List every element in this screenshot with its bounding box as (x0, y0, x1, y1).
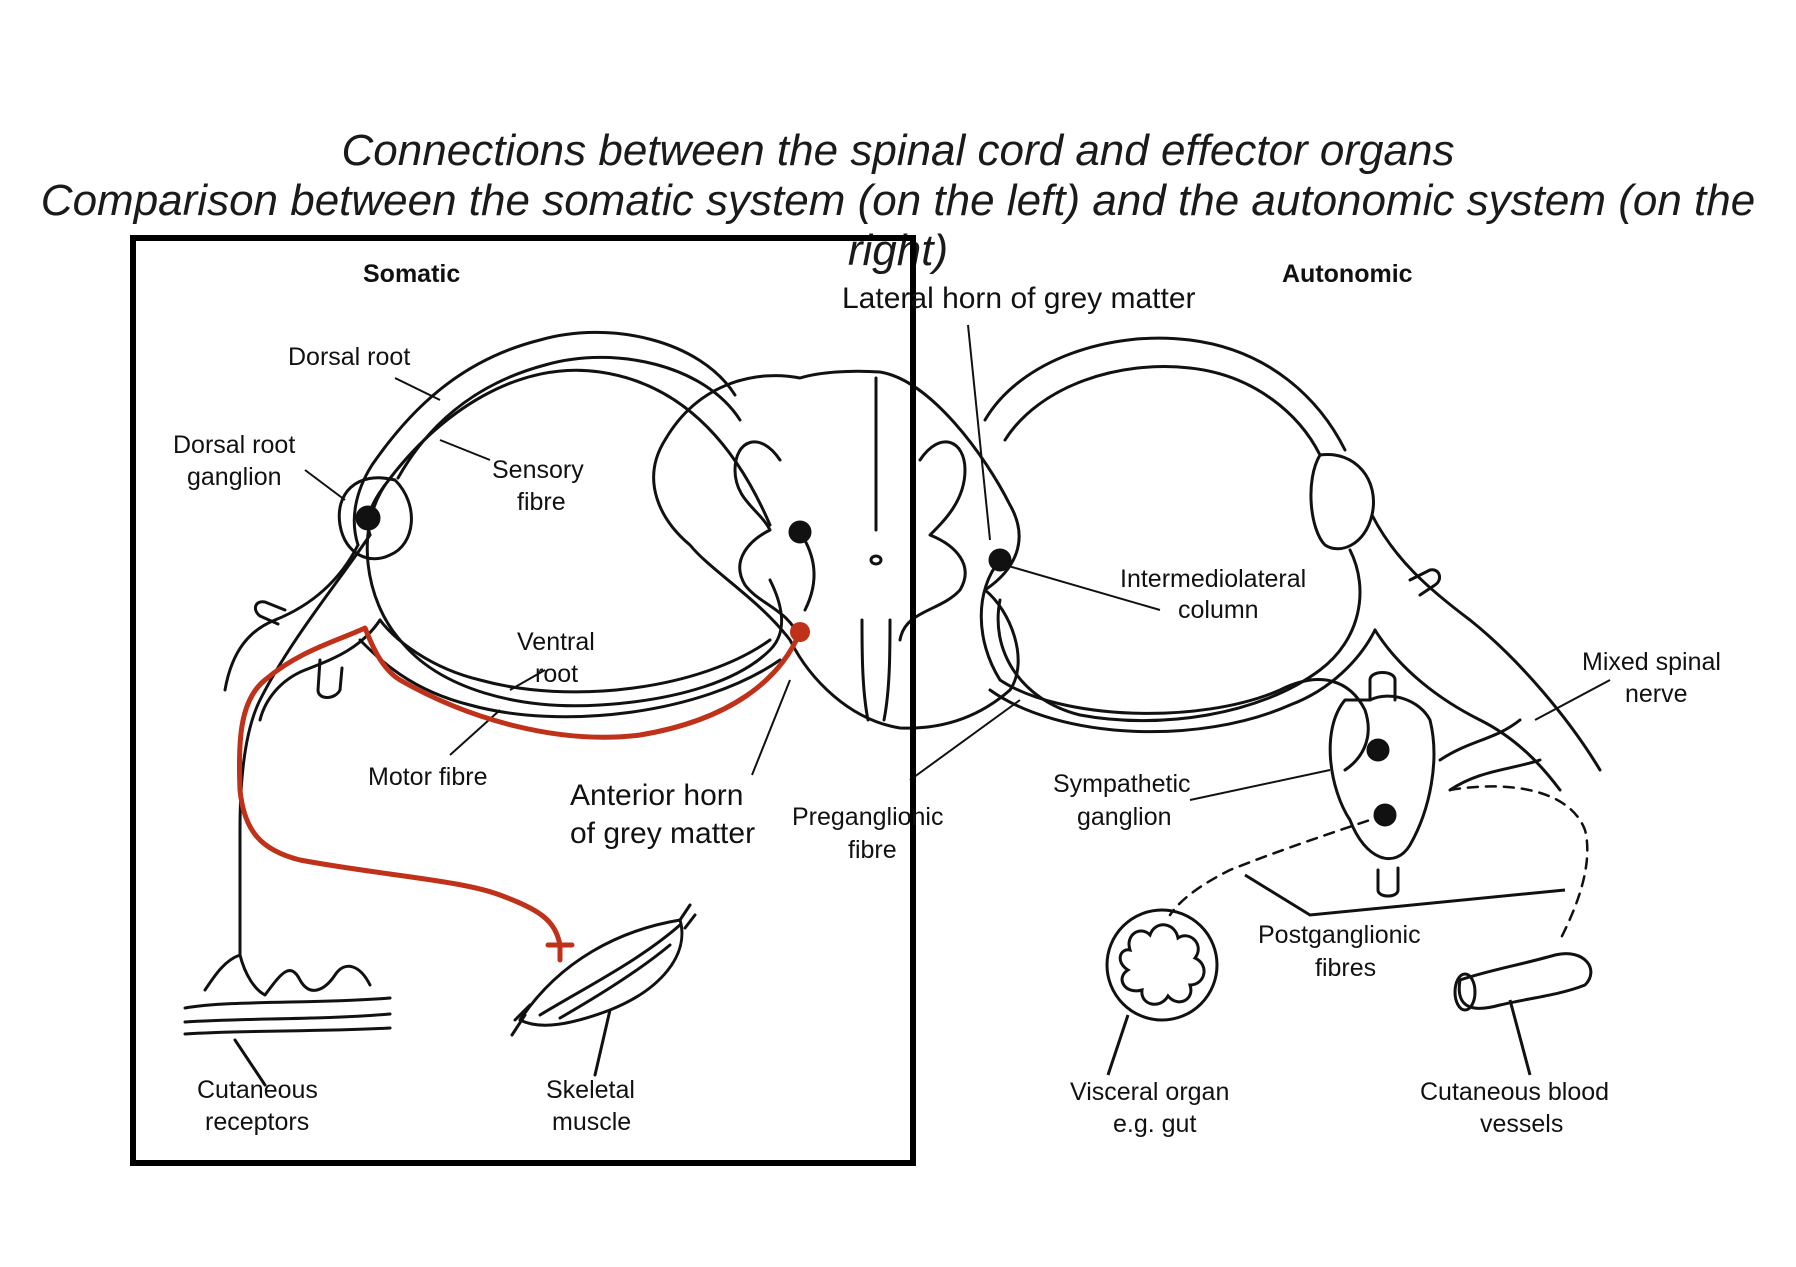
preganglionic-leader (909, 699, 1021, 781)
label-preganglionic-2: fibre (848, 836, 897, 864)
dorsal-root-left-outer (352, 330, 737, 547)
motor-pathway-highlight (236, 625, 803, 948)
label-cutaneous-receptors-2: receptors (205, 1108, 309, 1136)
preganglionic-fibre (979, 558, 1370, 772)
label-ventral-1: Ventral (517, 628, 595, 656)
central-canal (869, 554, 883, 566)
muscle-leader (593, 1008, 612, 1077)
label-preganglionic-1: Preganglionic (792, 803, 944, 831)
skin-layer-top (183, 996, 392, 1010)
label-blood-vessels-1: Cutaneous blood (1420, 1078, 1609, 1106)
anterior-horn-motor-neuron (790, 622, 810, 642)
ramus-stub-left (253, 600, 287, 626)
anterior-horn-leader (751, 679, 791, 776)
label-autonomic: Autonomic (1282, 260, 1413, 288)
sensory-fibre-descending (238, 533, 372, 957)
cutaneous-receptor-endings (203, 953, 372, 997)
label-blood-vessels-2: vessels (1480, 1110, 1563, 1138)
muscle-fibres (510, 903, 697, 1037)
label-intermediolateral-2: column (1178, 596, 1259, 624)
label-intermediolateral-1: Intermediolateral (1120, 565, 1306, 593)
ramus-stub-left-2 (316, 658, 344, 699)
postganglionic-leader (1244, 873, 1566, 917)
dorsal-root-ganglion-left (337, 476, 413, 561)
intermediolateral-leader (1004, 564, 1161, 611)
label-mixed-spinal-1: Mixed spinal (1582, 648, 1721, 676)
skin-layer-bottom (183, 1012, 392, 1024)
gut-leader (1106, 1014, 1130, 1076)
label-dorsal-root: Dorsal root (288, 343, 410, 371)
mixed-spinal-leader (1534, 679, 1611, 721)
grey-matter-left (733, 440, 802, 642)
label-motor-fibre: Motor fibre (368, 763, 487, 791)
interneuron (798, 530, 816, 612)
grey-matter-right (898, 440, 967, 642)
somatic-frame (130, 235, 916, 1166)
dorsal-root-leader (394, 377, 441, 401)
label-drg-1: Dorsal root (173, 431, 295, 459)
dorsal-root-right-inner (1003, 365, 1322, 457)
dorsal-root-right-outer (983, 336, 1347, 452)
cutaneous-blood-vessel (1457, 952, 1593, 1010)
sympathetic-leader (1189, 769, 1331, 801)
label-lateral-horn: Lateral horn of grey matter (842, 282, 1196, 315)
label-skeletal-muscle-2: muscle (552, 1108, 631, 1136)
skin-layer-base (183, 1026, 392, 1036)
label-sensory-1: Sensory (492, 456, 584, 484)
label-anterior-horn-2: of grey matter (570, 817, 755, 850)
rami-communicantes (1438, 718, 1542, 792)
ventral-root-right (988, 628, 1377, 734)
ganglion-lower-stalk (1376, 866, 1400, 898)
lateral-horn-leader (967, 324, 991, 541)
label-drg-2: ganglion (187, 463, 282, 491)
ganglion-upper-stalk (1368, 671, 1397, 702)
spinal-nerve-left-outer (223, 543, 360, 692)
receptors-leader (233, 1038, 267, 1087)
vessels-leader (1508, 999, 1532, 1076)
dorsal-root-ganglion-right (1309, 452, 1375, 551)
ramus-stub-right (1408, 568, 1442, 597)
label-somatic: Somatic (363, 260, 460, 288)
spinal-nerve-left-inner (258, 618, 382, 722)
ventral-root-left-outer (358, 638, 782, 719)
blood-vessel-opening (1453, 972, 1477, 1012)
gut-lumen (1118, 923, 1206, 1006)
postganglionic-fibre-to-vessels (1448, 785, 1589, 942)
label-postganglionic-1: Postganglionic (1258, 921, 1421, 949)
nerve-loop-left (365, 483, 784, 708)
ganglion-neuron-1 (1366, 738, 1390, 762)
title-line-1: Connections between the spinal cord and … (341, 126, 1455, 175)
label-sensory-2: fibre (517, 488, 566, 516)
anterior-median-fissure (860, 618, 892, 722)
spinal-cord-outline (652, 369, 1021, 730)
title-line-2: Comparison between the somatic system (o… (40, 176, 1756, 275)
ventral-root-leader (509, 669, 546, 691)
label-mixed-spinal-2: nerve (1625, 680, 1688, 708)
label-anterior-horn-1: Anterior horn (570, 779, 743, 812)
postganglionic-fibre-to-gut (1168, 813, 1387, 917)
sensory-fibre-leader (439, 439, 491, 461)
spinal-nerve-right-outer (1370, 513, 1602, 772)
nerve-loop-right (996, 548, 1362, 723)
motor-end-plate (545, 942, 575, 963)
label-cutaneous-receptors-1: Cutaneous (197, 1076, 318, 1104)
label-visceral-2: e.g. gut (1113, 1110, 1196, 1138)
skeletal-muscle (518, 918, 684, 1027)
sympathetic-ganglion (1328, 694, 1436, 861)
label-postganglionic-2: fibres (1315, 954, 1376, 982)
label-sympathetic-1: Sympathetic (1053, 770, 1191, 798)
spinal-nerve-right-inner (1373, 628, 1562, 792)
label-visceral-1: Visceral organ (1070, 1078, 1229, 1106)
label-sympathetic-2: ganglion (1077, 803, 1172, 831)
label-ventral-2: root (535, 660, 578, 688)
label-skeletal-muscle-1: Skeletal (546, 1076, 635, 1104)
drg-leader (304, 469, 346, 501)
visceral-organ-gut (1105, 908, 1219, 1022)
sensory-neuron-cell-body (355, 505, 381, 531)
